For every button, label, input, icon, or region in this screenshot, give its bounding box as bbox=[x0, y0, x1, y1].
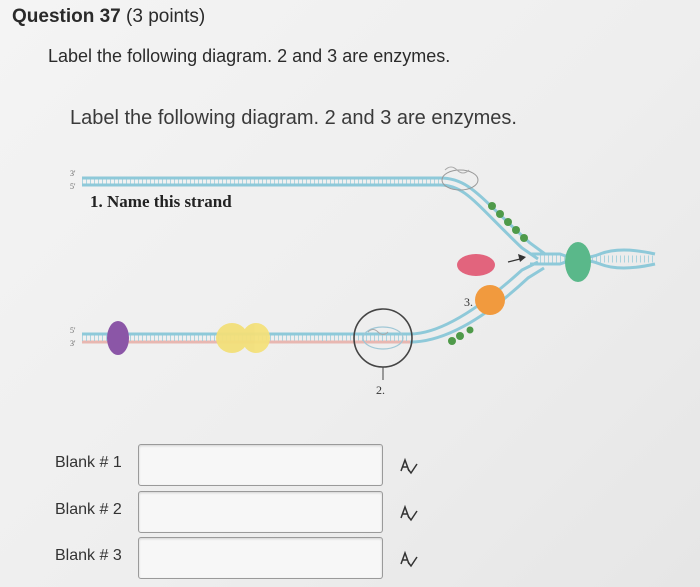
blank-1-input[interactable] bbox=[138, 444, 383, 486]
blank-row-3: Blank # 3 bbox=[55, 537, 435, 581]
blank-2-label: Blank # 2 bbox=[55, 501, 122, 518]
dna-replication-diagram: 3' 5' 1. Name this strand 5' 3' bbox=[70, 166, 656, 397]
enzyme-3-label: 3. bbox=[464, 295, 473, 309]
bottom-3prime-label: 3' bbox=[70, 339, 76, 348]
parental-dna-helix bbox=[530, 248, 656, 270]
spellcheck-icon[interactable] bbox=[399, 549, 419, 569]
topoisomerase-loop bbox=[441, 166, 479, 191]
question-points: (3 points) bbox=[126, 6, 206, 27]
blank-row-2: Blank # 2 bbox=[55, 491, 435, 535]
strand-label: 1. Name this strand bbox=[90, 192, 232, 211]
top-3prime-label: 3' bbox=[70, 169, 76, 178]
spellcheck-icon[interactable] bbox=[399, 456, 419, 476]
blank-3-input[interactable] bbox=[138, 537, 383, 579]
single-strand-binding-beads-bottom bbox=[448, 326, 474, 345]
enzyme-3-orange bbox=[475, 285, 505, 315]
purple-protein bbox=[107, 321, 129, 355]
question-title: Question 37 (3 points) bbox=[12, 6, 205, 28]
pink-protein bbox=[457, 254, 495, 276]
enzyme-2-label: 2. bbox=[376, 383, 385, 397]
blank-1-label: Blank # 1 bbox=[55, 454, 122, 471]
spellcheck-icon[interactable] bbox=[399, 503, 419, 523]
single-strand-binding-beads-top bbox=[488, 202, 528, 242]
blank-3-label: Blank # 3 bbox=[55, 547, 122, 564]
bottom-5prime-label: 5' bbox=[70, 326, 76, 335]
blank-2-input[interactable] bbox=[138, 491, 383, 533]
fork-direction-arrow bbox=[507, 254, 526, 263]
top-parent-strand bbox=[82, 176, 546, 261]
question-instruction: Label the following diagram. 2 and 3 are… bbox=[48, 46, 451, 66]
enzyme-2-circle bbox=[353, 308, 413, 368]
blank-row-1: Blank # 1 bbox=[55, 444, 435, 488]
question-number: Question 37 bbox=[12, 6, 121, 27]
diagram-caption: Label the following diagram. 2 and 3 are… bbox=[70, 107, 517, 129]
green-protein bbox=[565, 242, 591, 282]
yellow-protein bbox=[216, 323, 270, 353]
top-5prime-label: 5' bbox=[70, 182, 76, 191]
